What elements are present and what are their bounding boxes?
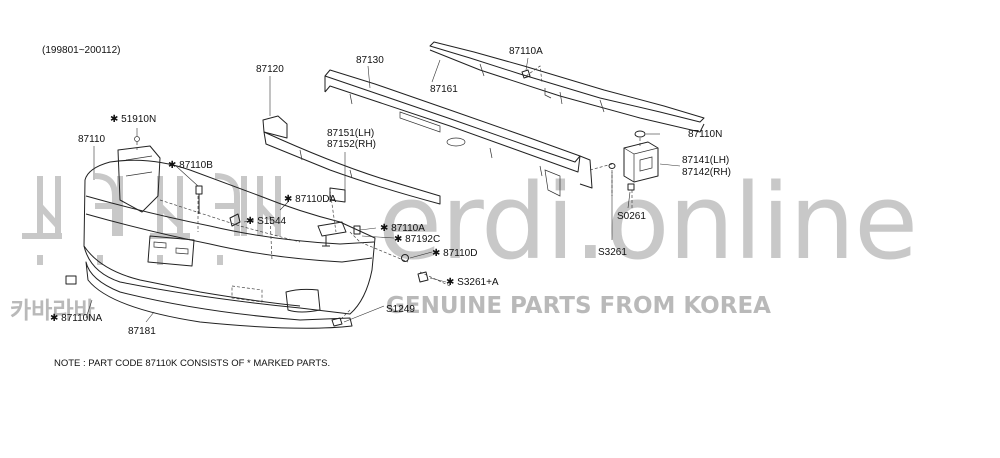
label-S1544: ✱ S1544 [246, 216, 287, 227]
label-87110B: ✱ 87110B [168, 160, 213, 171]
watermark-tagline-text: GENUINE PARTS FROM KOREA [386, 293, 771, 319]
label-S3261A: ✱ S3261+A [446, 277, 499, 288]
label-87152: 87152(RH) [327, 139, 376, 150]
label-87110A-top: 87110A [509, 46, 543, 57]
part-87141-side-bracket [623, 141, 659, 183]
label-87110A-mid: ✱ 87110A [380, 223, 425, 234]
leader-lines [85, 57, 681, 323]
part-hardware [195, 69, 646, 327]
label-87161: 87161 [430, 84, 458, 95]
label-87192C: ✱ 87192C [394, 234, 440, 245]
watermark: 카바라바 erdi.online GENUINE PARTS FROM KORE… [10, 161, 918, 324]
label-87110D: ✱ 87110D [432, 248, 477, 259]
watermark-logo-icon [22, 173, 281, 265]
label-87110N: 87110N [688, 129, 722, 140]
label-S1249: S1249 [386, 304, 415, 315]
label-87120: 87120 [256, 64, 284, 75]
watermark-korean-text: 카바라바 [10, 298, 95, 324]
part-87120-cover [262, 115, 441, 205]
part-87161-rail [429, 41, 705, 133]
label-S0261: S0261 [617, 211, 646, 222]
label-51910N: ✱ 51910N [110, 114, 156, 125]
footnote: NOTE : PART CODE 87110K CONSISTS OF * MA… [54, 358, 330, 369]
watermark-site-text: erdi.online [378, 161, 917, 283]
part-87130-beam [324, 69, 593, 197]
part-51910N-bracket [117, 136, 161, 213]
label-87110DA: ✱ 87110DA [284, 194, 336, 205]
part-87110-bumper [65, 159, 376, 329]
labels: (199801~200112) 87120 87130 87110A 87161… [42, 45, 731, 369]
label-87110NA: ✱ 87110NA [50, 313, 102, 324]
label-87181: 87181 [128, 326, 156, 337]
date-range-label: (199801~200112) [42, 45, 121, 56]
label-87130: 87130 [356, 55, 384, 66]
label-87141: 87141(LH) [682, 155, 729, 166]
label-87151: 87151(LH) [327, 128, 374, 139]
label-87110: 87110 [78, 134, 106, 145]
label-87142: 87142(RH) [682, 167, 731, 178]
label-S3261: S3261 [598, 247, 627, 258]
